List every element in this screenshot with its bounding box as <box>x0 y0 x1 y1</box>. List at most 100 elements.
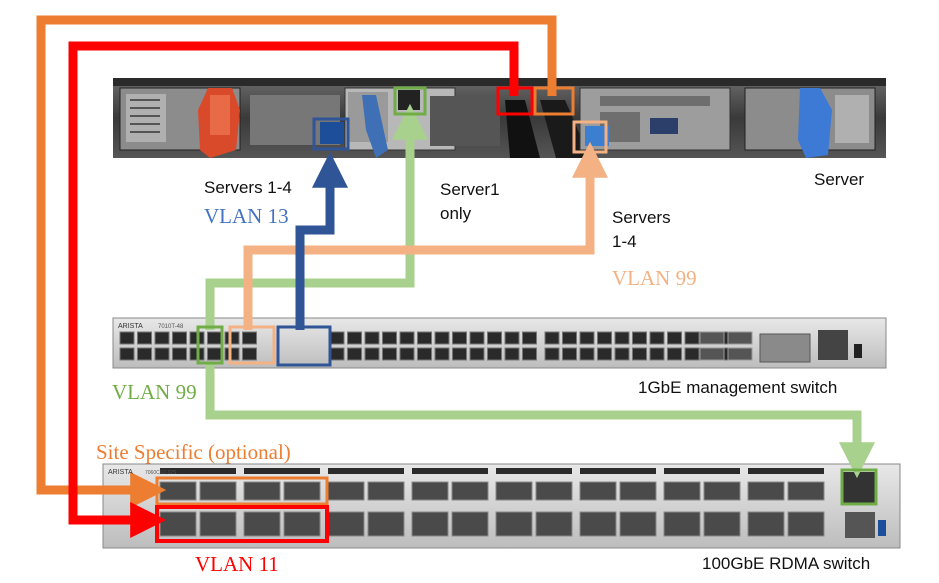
mgmt-port <box>137 347 152 361</box>
rdma-port-label-strip <box>160 468 236 474</box>
mgmt-port <box>504 331 520 345</box>
mgmt-port <box>224 347 240 361</box>
servers-right-label: Servers <box>612 208 671 227</box>
mgmt-port <box>119 347 135 361</box>
mgmt-port <box>487 331 502 345</box>
mgmt-port <box>364 347 380 361</box>
rdma-qsfp-port <box>411 481 449 501</box>
rdma-qsfp-port <box>327 481 365 501</box>
rdma-qsfp-port <box>283 481 321 501</box>
mgmt-port <box>614 331 630 345</box>
vlan99-left-label: VLAN 99 <box>112 380 197 404</box>
server-port-server1-box <box>393 86 427 116</box>
server1-label: Server1 <box>440 180 500 199</box>
mgmt-port <box>452 347 467 361</box>
rdma-qsfp-port <box>159 481 197 501</box>
servers-1-4-label: Servers 1-4 <box>204 178 292 197</box>
mgmt-port <box>504 347 520 361</box>
rdma-qsfp-port <box>327 511 365 537</box>
mgmt-port <box>154 331 170 345</box>
mgmt-port <box>597 331 612 345</box>
mgmt-port <box>137 331 152 345</box>
mgmt-sfp-port <box>699 331 725 345</box>
mgmt-port <box>649 331 665 345</box>
servers-right-range-label: 1-4 <box>612 232 637 251</box>
rdma-qsfp-port <box>663 481 701 501</box>
mgmt-port <box>649 347 665 361</box>
rdma-qsfp-port <box>495 511 533 537</box>
rdma-switch-label: 100GbE RDMA switch <box>702 554 871 573</box>
rdma-switch-model: 7060CX2-32S <box>145 470 177 476</box>
mgmt-port <box>487 347 502 361</box>
rdma-qsfp-port <box>747 481 785 501</box>
server-port-vlan13-box <box>312 117 350 151</box>
mgmt-switch-label: 1GbE management switch <box>638 378 838 397</box>
mgmt-port <box>329 331 345 345</box>
rdma-qsfp-port <box>159 511 197 537</box>
server1-only-label: only <box>440 204 472 223</box>
rdma-qsfp-port <box>535 511 573 537</box>
rdma-qsfp-port <box>747 511 785 537</box>
rdma-switch-brand: ARISTA <box>108 469 133 476</box>
server-port-site-box <box>533 86 575 116</box>
mgmt-port <box>579 347 595 361</box>
blue-link-vlan13 <box>295 151 348 330</box>
mgmt-sfp-port <box>699 347 725 361</box>
server-label: Server <box>814 170 865 189</box>
mgmt-port <box>434 331 450 345</box>
mgmt-port-peach-box <box>228 325 276 365</box>
mgmt-port <box>469 347 485 361</box>
green-link-server1 <box>205 103 428 330</box>
mgmt-port <box>242 331 257 345</box>
mgmt-port <box>544 331 560 345</box>
mgmt-port <box>452 331 467 345</box>
rdma-port-label-strip <box>580 468 656 474</box>
peach-link-vlan99 <box>243 141 608 330</box>
site-specific-label: Site Specific (optional) <box>96 440 291 464</box>
mgmt-port <box>632 347 647 361</box>
rdma-qsfp-port <box>787 511 825 537</box>
mgmt-port <box>684 347 700 361</box>
mgmt-sfp-port <box>727 331 753 345</box>
rdma-qsfp-port <box>411 511 449 537</box>
mgmt-port <box>224 331 240 345</box>
mgmt-switch-brand: ARISTA <box>118 323 143 330</box>
mgmt-port-vlan13-box <box>276 325 332 367</box>
vlan11-label: VLAN 11 <box>195 552 279 576</box>
rdma-qsfp-port <box>367 481 405 501</box>
green-link-rdma-mgmt <box>205 364 875 479</box>
mgmt-port <box>632 331 647 345</box>
rdma-port-label-strip <box>328 468 404 474</box>
mgmt-port <box>382 347 397 361</box>
mgmt-sfp-port <box>727 347 753 361</box>
rdma-qsfp-port <box>199 481 237 501</box>
vlan99-right-label: VLAN 99 <box>612 266 697 290</box>
rdma-mgmt-port-box <box>840 468 878 506</box>
mgmt-port <box>347 347 362 361</box>
rdma-qsfp-port <box>619 511 657 537</box>
mgmt-port <box>172 331 187 345</box>
rdma-port-vlan11-box <box>155 505 329 543</box>
mgmt-switch-model: 7010T-48 <box>158 324 184 330</box>
mgmt-port <box>597 347 612 361</box>
mgmt-port <box>242 347 257 361</box>
mgmt-port <box>399 331 415 345</box>
mgmt-port <box>382 331 397 345</box>
rdma-port-site-box <box>155 476 329 506</box>
rdma-port-label-strip <box>748 468 824 474</box>
rdma-qsfp-port <box>703 481 741 501</box>
mgmt-port <box>562 331 577 345</box>
rdma-qsfp-port <box>787 481 825 501</box>
rdma-qsfp-port <box>451 511 489 537</box>
mgmt-port <box>207 331 222 345</box>
server-port-vlan99-box <box>572 120 608 154</box>
mgmt-port <box>399 347 415 361</box>
mgmt-port <box>434 347 450 361</box>
rdma-qsfp-port <box>283 511 321 537</box>
vlan13-label: VLAN 13 <box>204 204 289 228</box>
mgmt-port <box>667 331 682 345</box>
mgmt-port <box>154 347 170 361</box>
rdma-qsfp-port <box>579 481 617 501</box>
mgmt-port <box>667 347 682 361</box>
